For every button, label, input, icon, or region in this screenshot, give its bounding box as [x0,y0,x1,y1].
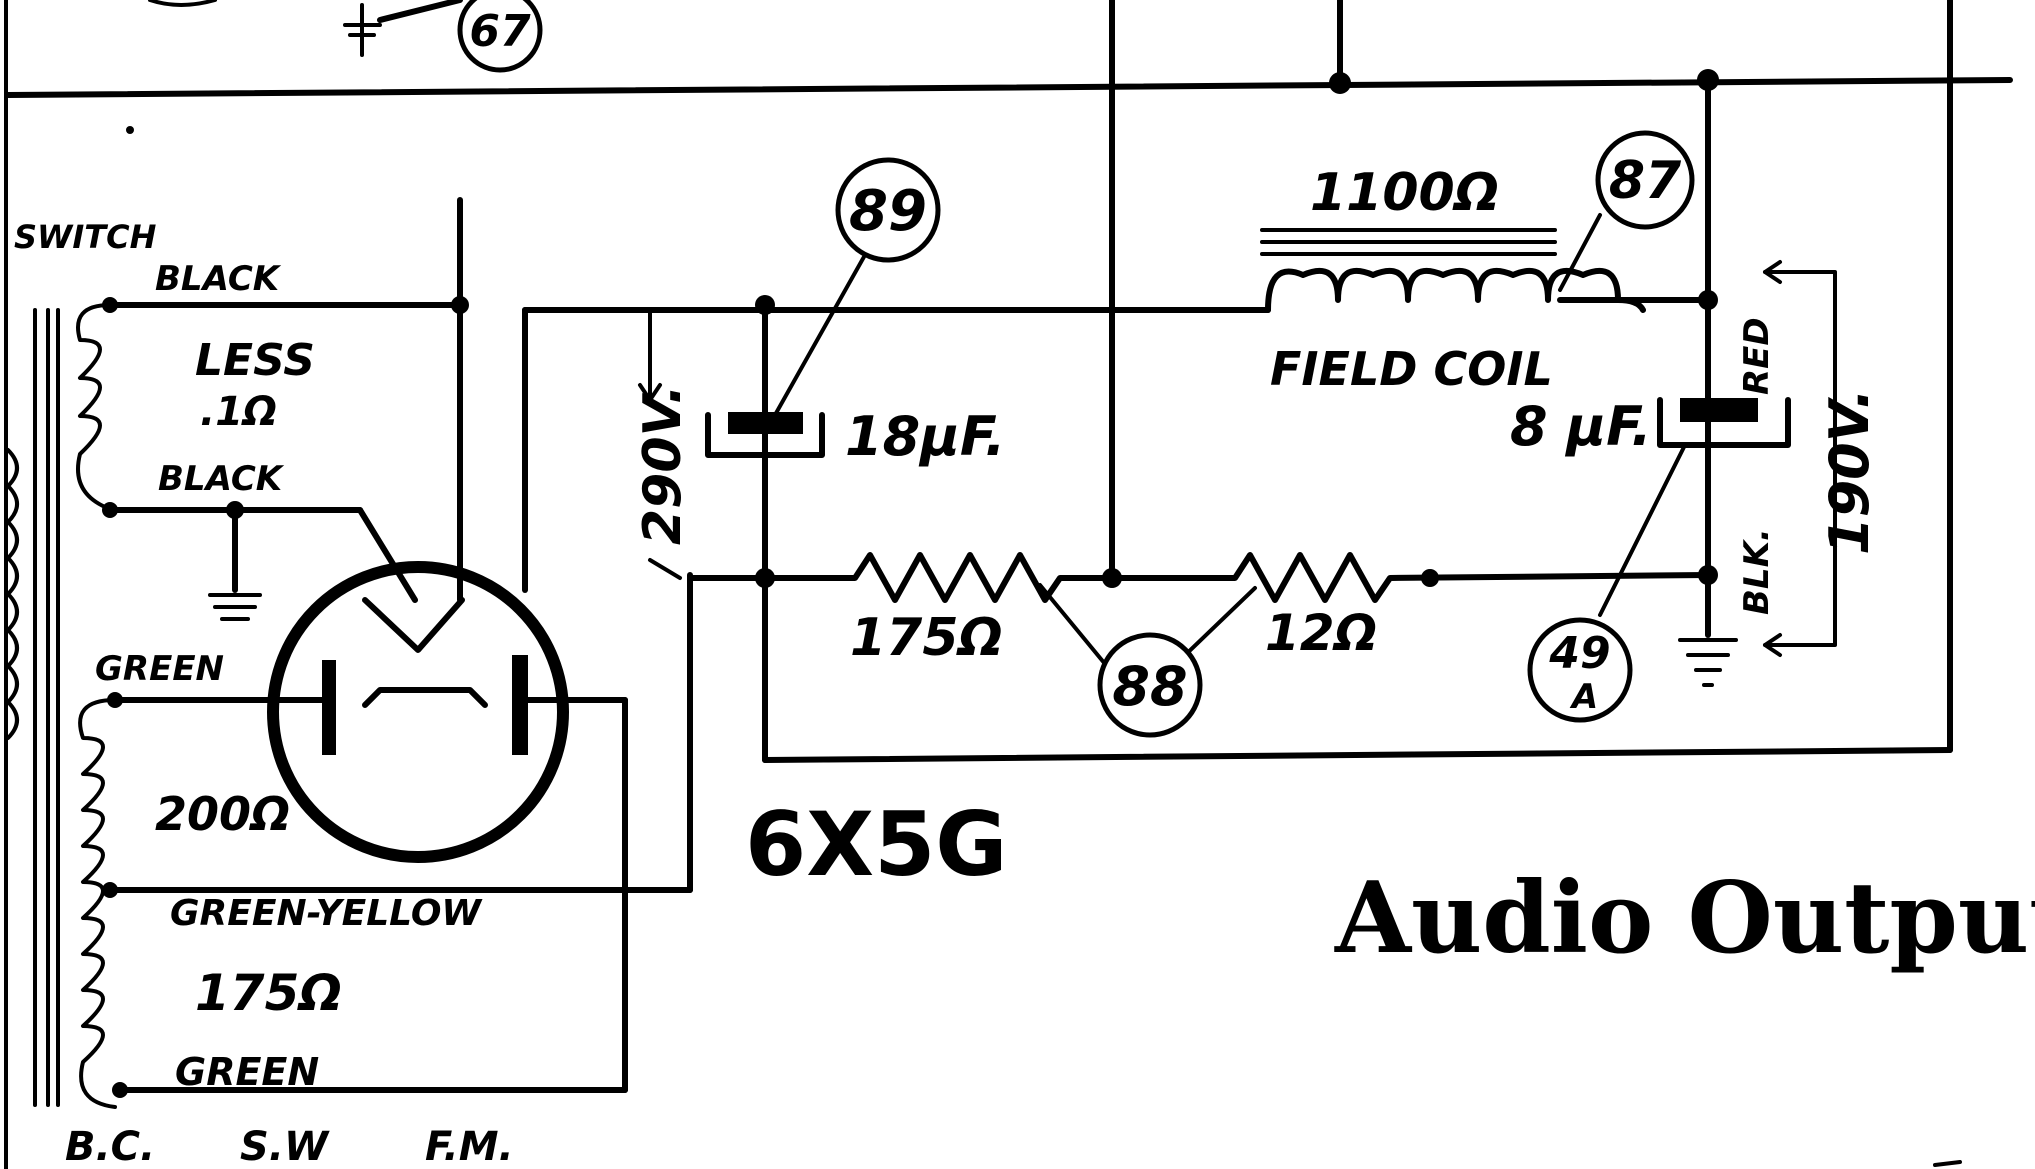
voltage-290-label: 290V. [633,385,693,545]
ref-badge-49a: 49 A [1527,443,1687,723]
voltage-190-lead: 190V. RED BLK. [1737,260,1881,657]
voltage-290-lead: 290V. [633,308,693,580]
svg-text:87: 87 [1609,151,1682,211]
cap-output-label: 8 µF. [1510,395,1652,458]
wire-label-switch: SWITCH [14,218,157,256]
band-label-bc: B.C. [65,1124,155,1169]
ground-icon-right [1678,572,1738,687]
bus-wires [5,0,2013,753]
tube-cathode [362,687,488,708]
field-coil-resistance: 1100Ω [1310,163,1499,223]
tube-plate-left [322,660,336,755]
ref-badge-67: 67 [457,0,543,73]
band-label-sw: S.W [240,1124,330,1169]
svg-text:A: A [1569,677,1598,717]
transformer-label-175: 175Ω [195,964,342,1022]
section-title: Audio Output: [1334,861,2035,976]
resistor-12: 12Ω [1109,552,1711,662]
band-labels: B.C. S.W F.M. [65,1124,514,1169]
power-transformer: SWITCH BLACK LESS .1Ω BLACK GREEN 200Ω G… [6,218,483,1109]
hv-winding [78,698,117,1109]
wire-label-black-bottom: BLACK [158,459,285,499]
resistor-12-label: 12Ω [1265,604,1377,662]
wire-label-green-yellow: GREEN-YELLOW [170,893,483,934]
transformer-label-200: 200Ω [155,787,290,841]
wire-label-blk: BLK. [1737,528,1777,615]
primary-winding-partial [6,448,19,740]
ref-badge-89: 89 [773,157,941,417]
field-coil-label: FIELD COIL [1270,342,1553,396]
tube-envelope [267,561,569,863]
svg-text:89: 89 [849,179,927,244]
cap-input-label: 18µF. [845,405,1005,468]
field-coil-winding [1265,268,1646,313]
field-coil: 1100Ω FIELD COIL [1260,163,1711,396]
transformer-label-less: LESS [195,335,315,386]
transformer-label-ohm: .1Ω [200,389,277,435]
filament-winding [76,303,112,511]
tube-plate-right [512,655,528,755]
tube-heater [362,597,465,653]
band-label-fm: F.M. [425,1124,514,1169]
resistor-175: 175Ω [687,552,1115,668]
wire-to-67 [377,0,463,23]
partial-circle-arc [148,0,217,7]
svg-text:67: 67 [469,6,531,57]
filter-section: 18µF. 290V. 175Ω 12Ω 1100Ω [633,163,1953,763]
tube-type-label: 6X5G [745,793,1008,896]
svg-text:88: 88 [1112,655,1187,718]
ref-badge-88: 88 [1038,583,1257,738]
wire-label-red: RED [1737,317,1777,395]
svg-text:49: 49 [1548,628,1610,679]
rectifier-tube-6x5g: 6X5G [267,561,1008,896]
capacitor-8uf: 8 µF. [1510,395,1791,458]
ground-icon [208,593,262,621]
corner-mark [1933,1160,1962,1167]
top-bus [5,77,2013,98]
wire-label-green-top: GREEN [95,649,224,689]
ground-small-icon [343,3,382,57]
resistor-175-label: 175Ω [850,608,1003,668]
top-partial-area: 67 [148,0,543,73]
filament-wiring [107,197,469,621]
capacitor-18uf: 18µF. [705,302,1005,578]
ref-badge-87: 87 [1558,130,1695,292]
wire-label-green-bottom: GREEN [175,1050,319,1094]
voltage-190-label: 190V. [1818,388,1881,555]
wire-label-black-top: BLACK [155,259,282,299]
